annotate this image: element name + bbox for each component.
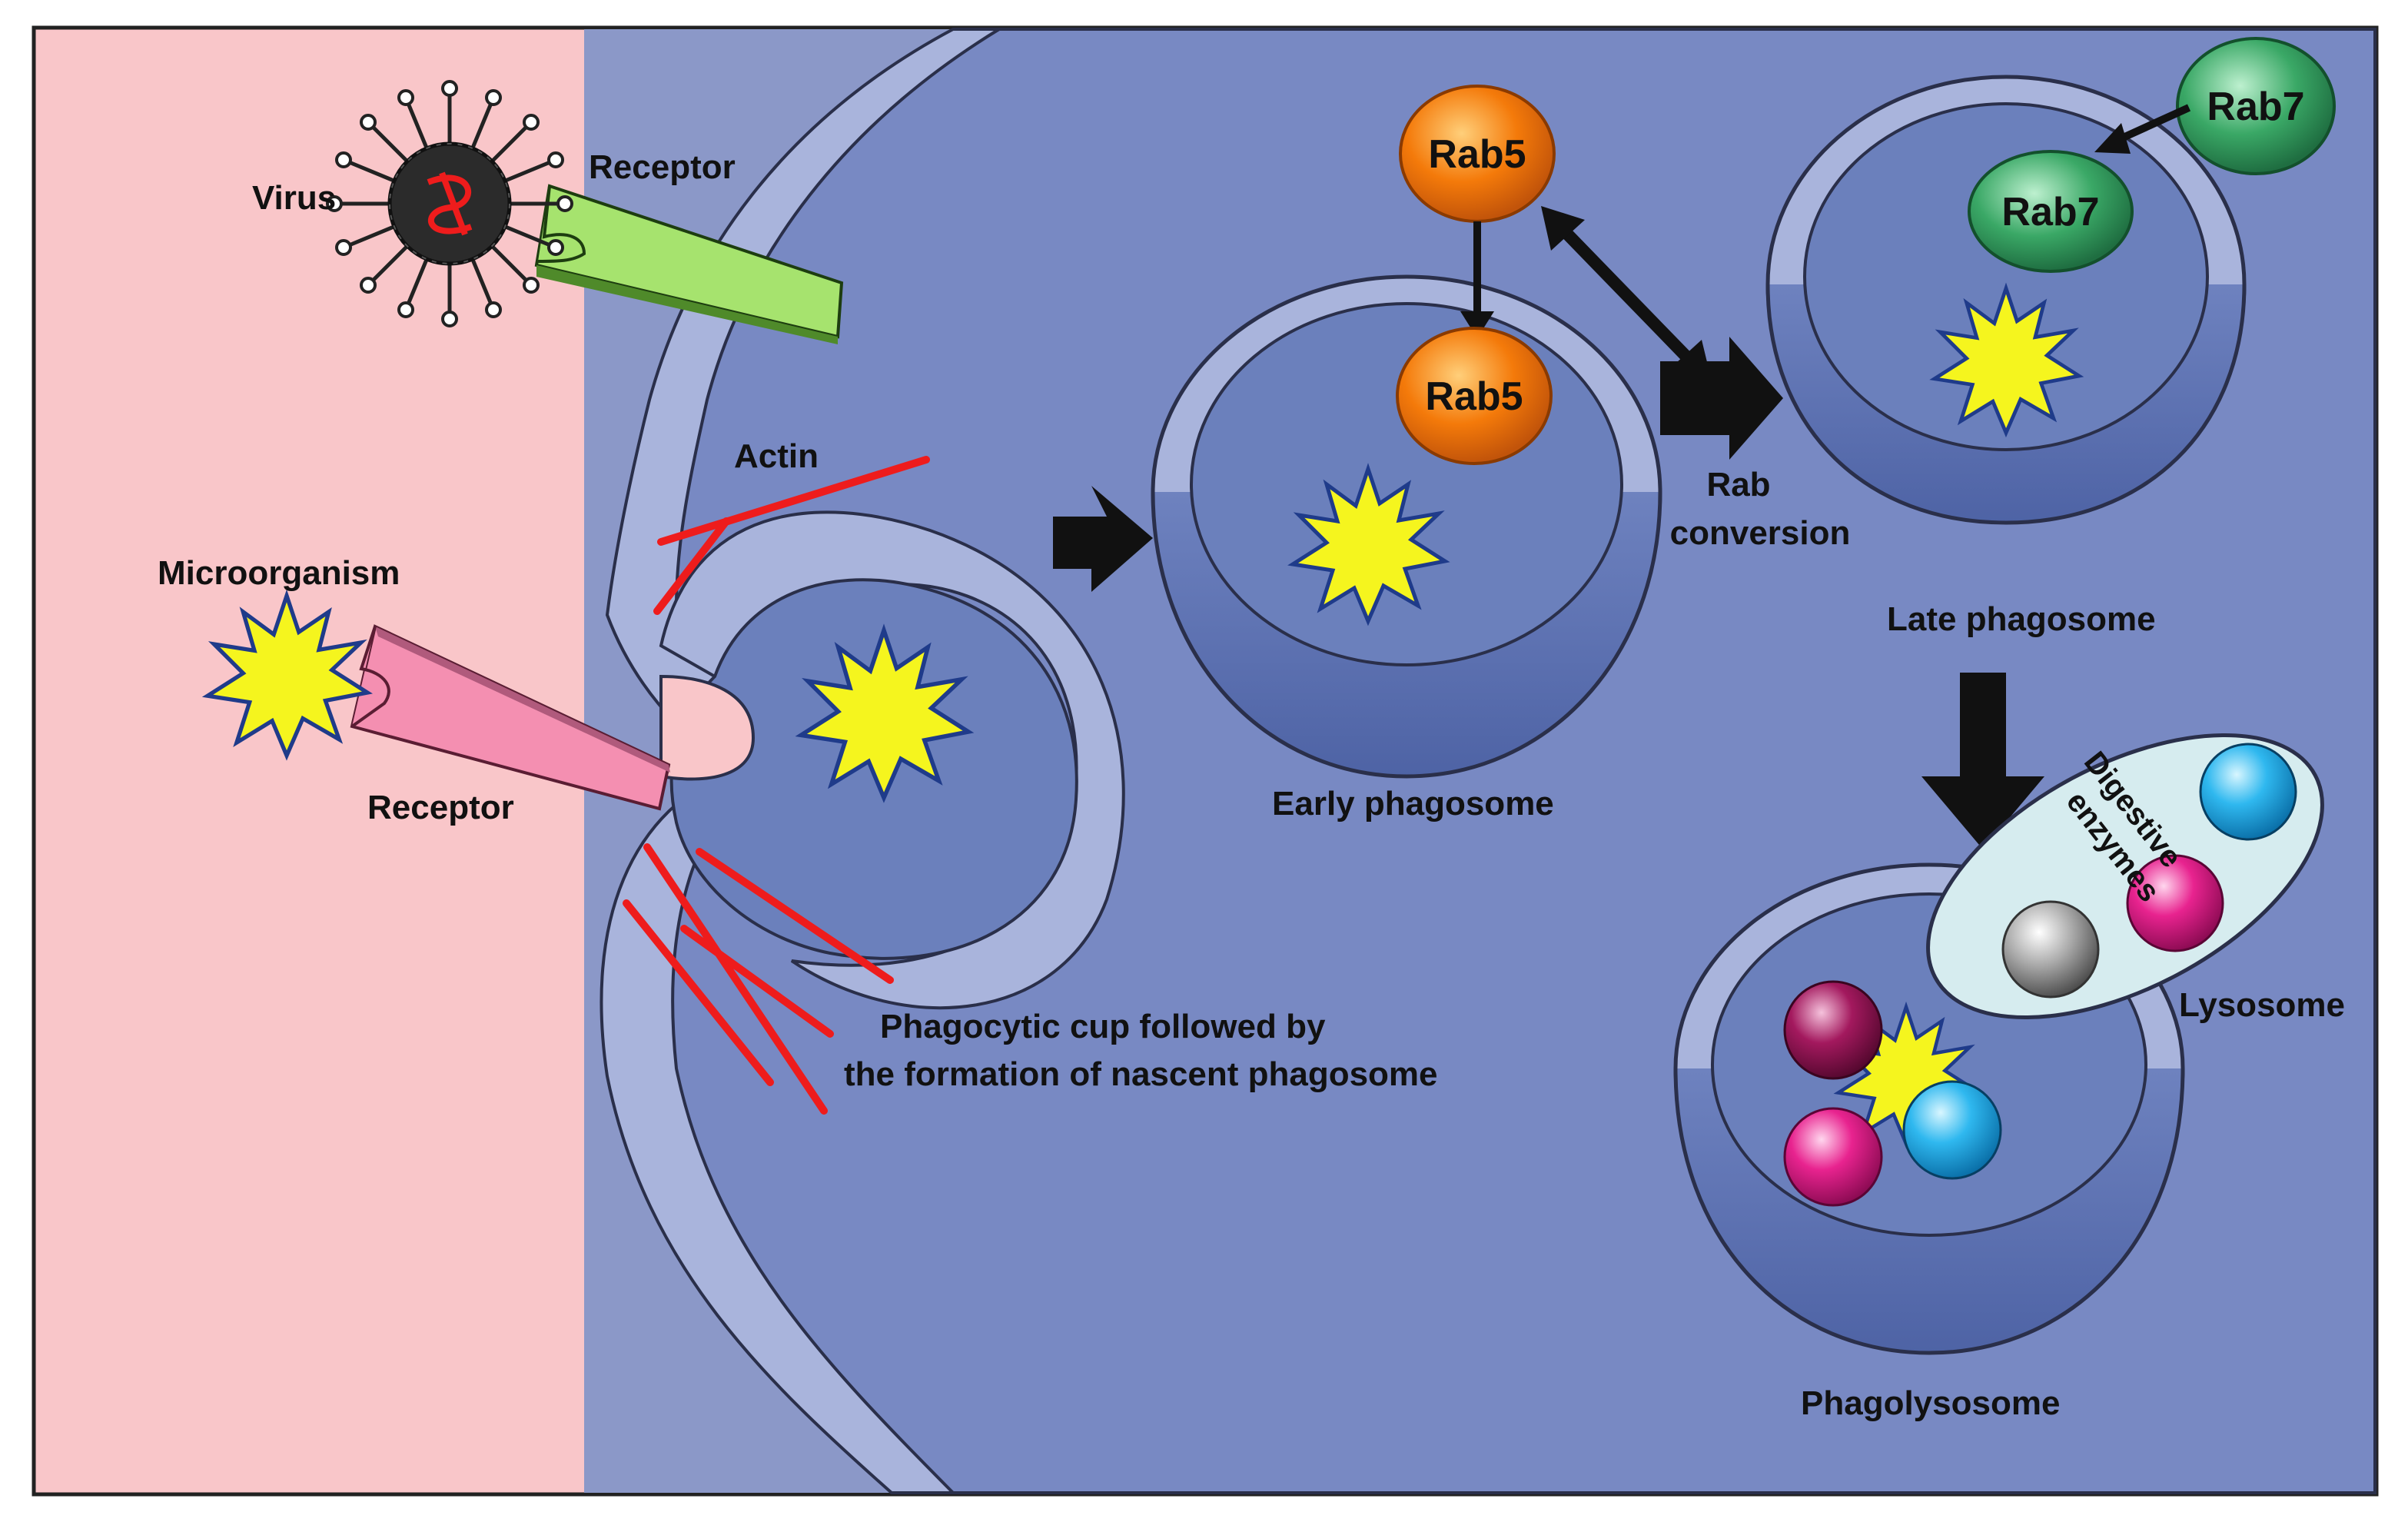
late-phagosome-label: Late phagosome — [1887, 600, 2156, 638]
enzyme-magenta-lysosome — [2126, 854, 2224, 952]
phagolysosome-label: Phagolysosome — [1801, 1384, 2060, 1422]
lysosome: Digestive enzymes — [1926, 733, 2324, 1019]
arrow-to-early-phagosome — [1053, 486, 1153, 592]
arrow-to-phagolysosome — [1921, 673, 2044, 849]
rab5-bottom: Rab5 — [1396, 327, 1553, 465]
rab7-inner-label: Rab7 — [2001, 190, 2099, 234]
rab5-top-label: Rab5 — [1428, 132, 1526, 177]
virus — [326, 80, 573, 327]
actin-label: Actin — [734, 437, 819, 475]
enzyme-cyan-inside — [1902, 1080, 2002, 1180]
rab-conversion-label-line2: conversion — [1670, 514, 1851, 552]
phagocytic-cup-label-line2: the formation of nascent phagosome — [844, 1055, 1438, 1093]
arrow-rab7-in — [2119, 104, 2191, 142]
rab-conversion-arrow — [1660, 337, 1783, 460]
enzyme-magenta-inside — [1783, 1107, 1883, 1207]
rab7-inner: Rab7 — [1968, 150, 2134, 273]
receptor-bottom-label: Receptor — [367, 789, 514, 826]
lysosome-label: Lysosome — [2179, 986, 2345, 1024]
enzyme-cyan-lysosome — [2199, 743, 2297, 841]
early-phagosome-label: Early phagosome — [1272, 785, 1554, 822]
enzyme-maroon — [1783, 980, 1883, 1080]
rab7-top-label: Rab7 — [2207, 85, 2304, 129]
actin-filaments — [623, 456, 930, 1115]
phagocytic-cup — [659, 510, 1125, 1010]
microorganism-label: Microorganism — [158, 554, 400, 592]
rab-conversion-label-line1: Rab — [1706, 466, 1770, 503]
rab5-top: Rab5 — [1399, 85, 1556, 223]
receptor-top-label: Receptor — [589, 148, 736, 186]
phagolysosome — [1673, 862, 2185, 1355]
rab5-bottom-label: Rab5 — [1425, 374, 1523, 419]
late-phagosome — [1765, 75, 2247, 525]
rab7-top: Rab7 — [2176, 37, 2336, 175]
enzyme-grey-lysosome — [2001, 900, 2100, 999]
virus-label: Virus — [252, 179, 336, 217]
microorganism-receptor — [350, 624, 671, 811]
phagocytic-cup-label-line1: Phagocytic cup followed by — [880, 1008, 1326, 1045]
early-phagosome — [1151, 274, 1662, 779]
